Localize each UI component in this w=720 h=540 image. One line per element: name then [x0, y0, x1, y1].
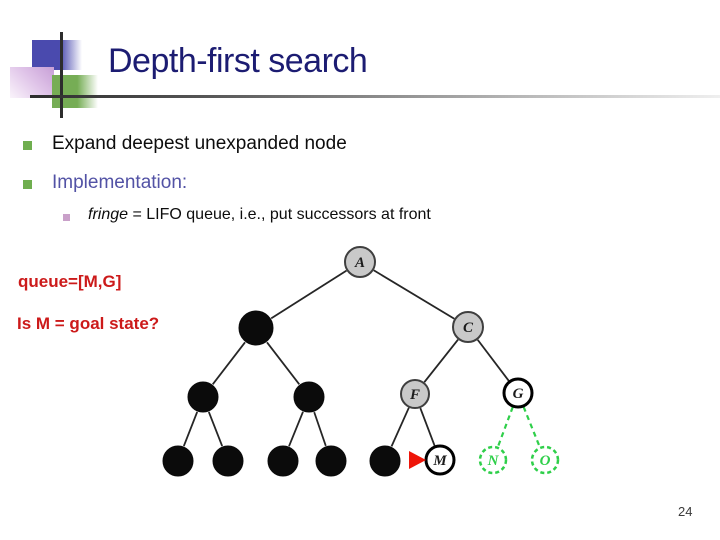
sub-bullet-square-icon: [63, 214, 70, 221]
tree-node-unlabeled: [212, 445, 244, 477]
tree-edge-C-G: [476, 339, 510, 382]
tree-edge-G-O: [522, 406, 541, 448]
tree-node-label-N: N: [487, 453, 500, 469]
bullet-item-1: Expand deepest unexpanded node: [52, 133, 347, 154]
fringe-rest-text: = LIFO queue, i.e., put successors at fr…: [128, 206, 431, 223]
tree-edge-C-F: [423, 338, 459, 383]
tree-node-C: [452, 311, 484, 343]
tree-node-unlabeled: [267, 445, 299, 477]
tree-edge-F-M: [419, 407, 436, 447]
tree-edge-G-N: [496, 406, 514, 448]
tree-node-F: [400, 379, 430, 409]
sub-bullet-item: fringe = LIFO queue, i.e., put successor…: [88, 206, 431, 224]
tree-node-N: [478, 445, 508, 475]
tree-node-unlabeled: [162, 445, 194, 477]
page-number: 24: [678, 504, 693, 519]
tree-node-unlabeled: [238, 310, 274, 346]
bullet-square-icon: [23, 141, 32, 150]
tree-edge-A-C: [373, 269, 455, 320]
logo-pink-square-icon: [10, 67, 54, 98]
logo-green-square-icon: [52, 75, 98, 108]
tree-edge-d2-h3: [288, 411, 304, 447]
queue-annotation: queue=[M,G]: [18, 272, 122, 291]
bullet-item-2: Implementation:: [52, 172, 188, 193]
tree-node-unlabeled: [293, 381, 325, 413]
tree-edge-b1-d1: [212, 341, 246, 385]
tree-node-label-F: F: [409, 387, 420, 403]
tree-node-unlabeled: [315, 445, 347, 477]
tree-edge-b1-d2: [266, 341, 300, 385]
tree-edge-d2-h4: [313, 411, 327, 447]
goal-state-annotation: Is M = goal state?: [17, 314, 160, 333]
tree-node-label-A: A: [354, 255, 365, 271]
bullet-square-icon: [23, 180, 32, 189]
tree-edge-F-h5: [390, 407, 410, 447]
tree-edge-d1-h2: [207, 411, 224, 447]
fringe-italic-text: fringe: [88, 206, 129, 223]
tree-node-unlabeled: [369, 445, 401, 477]
logo-vertical-line: [60, 32, 63, 118]
tree-node-unlabeled: [187, 381, 219, 413]
tree-node-A: [344, 246, 376, 278]
tree-edge-d1-h1: [182, 411, 199, 447]
logo-blue-square-icon: [32, 40, 82, 70]
current-node-arrow-icon: [409, 451, 426, 469]
tree-node-label-O: O: [540, 453, 551, 469]
title-divider-rule: [30, 95, 720, 98]
tree-node-O: [530, 445, 560, 475]
tree-node-label-G: G: [513, 386, 524, 402]
tree-edge-A-b1: [270, 269, 347, 320]
tree-node-label-M: M: [432, 453, 447, 469]
tree-node-label-C: C: [463, 320, 474, 336]
tree-node-G: [502, 377, 534, 409]
slide-title: Depth-first search: [108, 42, 368, 80]
